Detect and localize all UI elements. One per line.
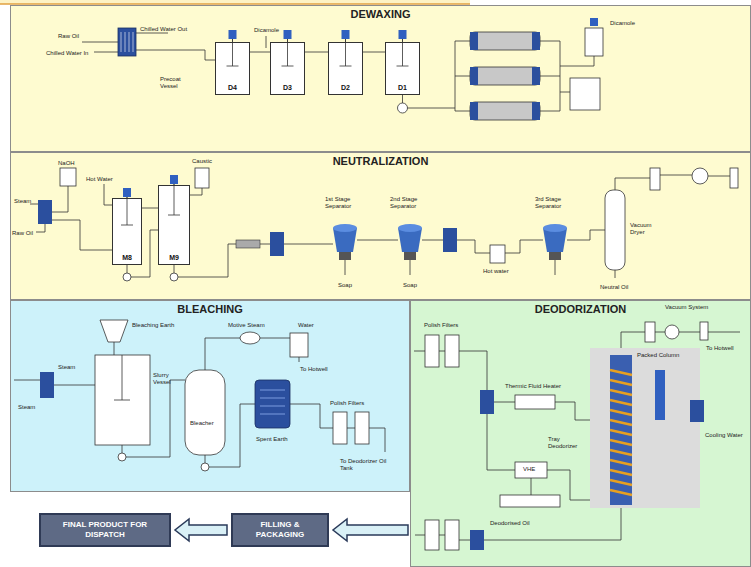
vessel-tag: M8 <box>122 254 132 261</box>
vessel: D4 <box>215 42 250 95</box>
block-arrow <box>175 519 227 541</box>
equipment-label: 2nd Stage Separator <box>390 196 430 210</box>
equipment-label: Tray Deodorizer <box>548 436 586 450</box>
equipment-label: NaOH <box>58 160 75 167</box>
equipment-label: Raw Oil <box>58 33 79 40</box>
equipment-label: Chilled Water In <box>46 50 88 57</box>
equipment-label: Packed Column <box>636 352 680 359</box>
process-section: DEWAXING D4 D3 D2 D1 <box>10 5 751 152</box>
pipe <box>305 52 328 53</box>
equipment-label: Thermic Fluid Heater <box>505 383 561 390</box>
equipment-label: Polish Filters <box>424 322 458 329</box>
pipe-line <box>305 52 328 53</box>
vessel-tag: D3 <box>283 84 292 91</box>
vessel-tag: D2 <box>341 84 350 91</box>
equipment-label: Soap <box>403 282 417 289</box>
equipment-label: Water <box>298 322 314 329</box>
equipment-label: Chilled Water Out <box>140 26 187 33</box>
equipment-label: To Deodorizer Oil Tank <box>340 458 395 472</box>
process-box: FINAL PRODUCT FOR DISPATCH <box>39 513 171 547</box>
process-section: DEODORIZATION <box>410 300 751 567</box>
pipe <box>250 52 270 53</box>
pipe <box>363 52 385 53</box>
equipment-label: VHE <box>522 466 536 473</box>
vessel-tag: M9 <box>169 254 179 261</box>
equipment-label: Dicamole <box>254 27 279 34</box>
box-text: FILLING & PACKAGING <box>237 520 323 540</box>
pipe-line <box>363 52 385 53</box>
vessel: M9 <box>158 185 190 265</box>
equipment-label: Slurry Vessel <box>153 372 183 386</box>
section-heading: DEWAXING <box>11 8 750 20</box>
equipment-label: Deodorised Oil <box>490 520 530 527</box>
equipment-label: To Hotwell <box>300 366 328 373</box>
pipe-line <box>142 208 158 209</box>
block-arrow-shape <box>175 519 227 541</box>
equipment-label: Hot water <box>483 268 509 275</box>
equipment-label: Caustic <box>192 158 212 165</box>
section-heading: NEUTRALIZATION <box>11 155 750 167</box>
equipment-label: Polish Filters <box>330 400 364 407</box>
vessel: M8 <box>112 198 142 265</box>
pipe <box>142 208 158 209</box>
pipe-line <box>250 52 270 53</box>
equipment-label: Vacuum System <box>665 304 708 311</box>
equipment-label: Cooling Water <box>705 432 745 439</box>
equipment-label: Steam <box>18 404 35 411</box>
equipment-label: Spent Earth <box>256 436 288 443</box>
equipment-label: Motive Steam <box>228 322 265 329</box>
equipment-label: Bleacher <box>189 420 215 427</box>
equipment-label: To Hotwell <box>706 345 734 352</box>
equipment-label: 3rd Stage Separator <box>535 196 575 210</box>
equipment-label: Bleaching Earth <box>132 322 174 329</box>
equipment-label: Dicamole <box>610 20 635 27</box>
equipment-label: Steam <box>58 364 75 371</box>
equipment-label: Raw Oil <box>12 230 33 237</box>
block-arrow <box>333 519 408 541</box>
block-arrow-shape <box>333 519 408 541</box>
process-box: FILLING & PACKAGING <box>231 513 329 547</box>
equipment-label: Soap <box>338 282 352 289</box>
equipment-label: Hot Water <box>86 176 113 183</box>
equipment-label: Neutral Oil <box>600 284 628 291</box>
vessel: D1 <box>385 42 420 95</box>
equipment-label: 1st Stage Separator <box>325 196 365 210</box>
equipment-label: Vacuum Dryer <box>630 222 660 236</box>
equipment-label: Steam <box>14 198 31 205</box>
vessel-tag: D4 <box>228 84 237 91</box>
box-text: FINAL PRODUCT FOR DISPATCH <box>45 520 165 540</box>
vessel: D3 <box>270 42 305 95</box>
section-heading: BLEACHING <box>11 303 409 315</box>
equipment-label: Precoat Vessel <box>160 76 194 90</box>
vessel-tag: D1 <box>398 84 407 91</box>
vessel: D2 <box>328 42 363 95</box>
